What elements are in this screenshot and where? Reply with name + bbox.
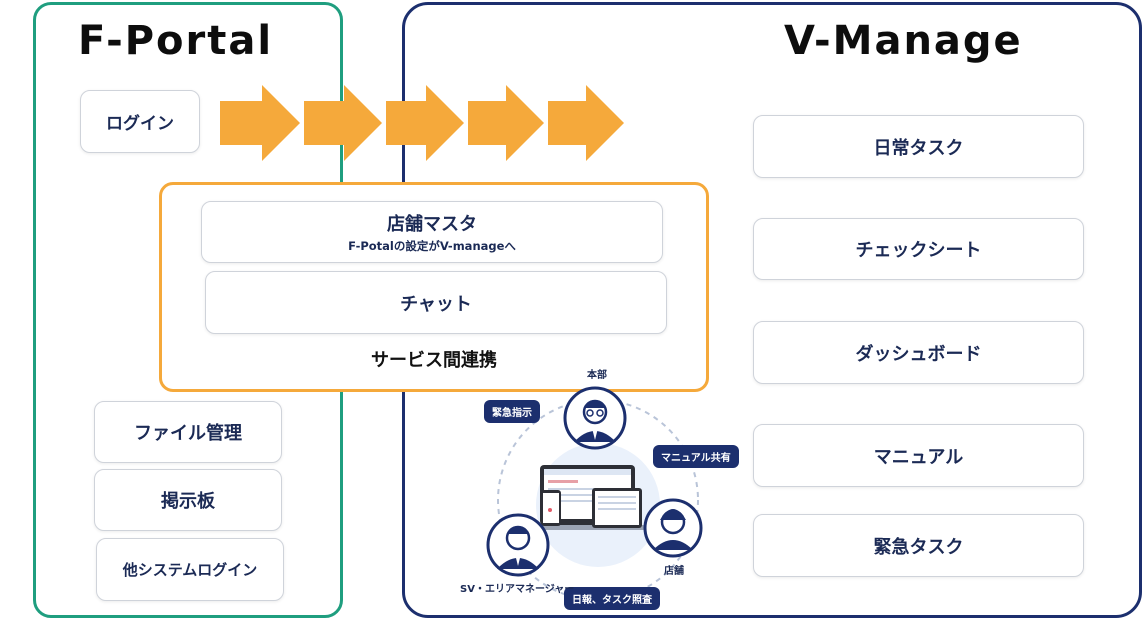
flow-arrows	[220, 85, 624, 161]
vmanage-item-label: 日常タスク	[873, 137, 964, 159]
service-integration-label: サービス間連携	[371, 350, 497, 371]
login-box: ログイン	[80, 90, 200, 153]
vmanage-item-emergency-task: 緊急タスク	[753, 514, 1084, 577]
vmanage-item-check-sheet: チェックシート	[753, 218, 1084, 280]
other-system-login-label: 他システムログイン	[122, 561, 258, 579]
label-headquarters: 本部	[587, 370, 607, 381]
collaboration-illustration	[486, 386, 703, 601]
store-person-icon	[643, 498, 703, 558]
headquarters-person-icon	[563, 386, 627, 450]
file-management-label: ファイル管理	[134, 423, 242, 444]
bulletin-board-label: 掲示板	[161, 491, 215, 512]
bubble-emergency-instruction: 緊急指示	[484, 400, 540, 423]
arrow-2	[304, 85, 382, 161]
chat-label: チャット	[400, 293, 472, 315]
arrow-1	[220, 85, 300, 161]
vmanage-item-daily-task: 日常タスク	[753, 115, 1084, 178]
file-management-box: ファイル管理	[94, 401, 282, 463]
arrow-4	[468, 85, 544, 161]
arrow-5	[548, 85, 624, 161]
store-master-sub: F-Potalの設定がV-manageへ	[348, 239, 516, 253]
vmanage-item-label: チェックシート	[855, 240, 982, 261]
arrow-3	[386, 85, 464, 161]
bubble-report-review: 日報、タスク照査	[564, 587, 660, 610]
store-master-label: 店舗マスタ	[387, 214, 477, 235]
label-store: 店舗	[664, 566, 684, 577]
area-manager-person-icon	[486, 513, 550, 577]
vmanage-item-label: 緊急タスク	[873, 536, 964, 558]
label-area-manager: SV・エリアマネージャー	[460, 584, 575, 595]
vmanage-item-label: ダッシュボード	[855, 343, 982, 365]
chat-box: チャット	[205, 271, 667, 334]
bulletin-board-box: 掲示板	[94, 469, 282, 531]
other-system-login-box: 他システムログイン	[96, 538, 284, 601]
vmanage-item-manual: マニュアル	[753, 424, 1084, 487]
f-portal-title: F-Portal	[78, 18, 274, 64]
v-manage-title: V-Manage	[784, 18, 1023, 64]
vmanage-item-label: マニュアル	[873, 446, 964, 468]
login-label: ログイン	[106, 114, 174, 134]
vmanage-item-dashboard: ダッシュボード	[753, 321, 1084, 384]
store-master-box: 店舗マスタ F-Potalの設定がV-manageへ	[201, 201, 663, 263]
devices-icon	[530, 465, 645, 530]
bubble-manual-share: マニュアル共有	[653, 445, 739, 468]
